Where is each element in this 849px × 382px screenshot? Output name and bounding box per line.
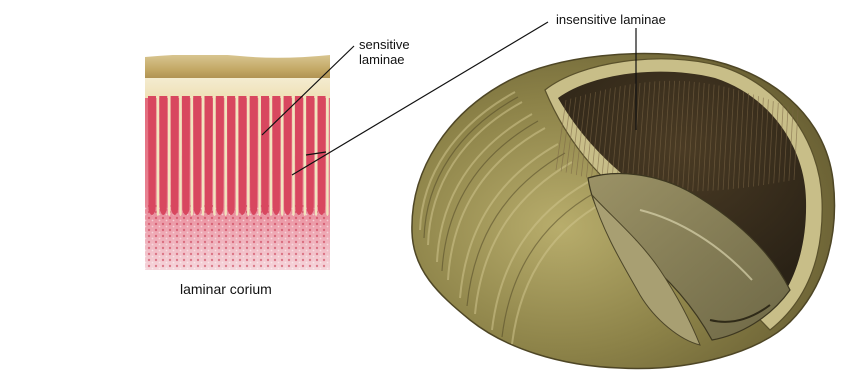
corium-ridge	[250, 96, 258, 215]
corium-ridge	[306, 96, 314, 215]
lamina-strip	[303, 96, 306, 216]
lamina-strip	[258, 96, 261, 216]
lamina-strip	[270, 96, 273, 216]
lamina-strip	[202, 96, 205, 216]
corium-ridge	[227, 96, 235, 215]
corium-ridge	[238, 96, 246, 215]
lamina-strip	[236, 96, 239, 216]
lamina-strip	[292, 96, 295, 216]
lamina-strip	[168, 96, 171, 216]
corium-ridge	[182, 96, 190, 215]
corium-ridge	[148, 96, 156, 215]
lamina-strip	[213, 96, 216, 216]
corium-ridge	[284, 96, 292, 215]
corium-ridge	[216, 96, 224, 215]
lamina-strip	[190, 96, 193, 216]
hoof-wall-band	[145, 54, 330, 82]
corium-ridge	[159, 96, 167, 215]
lamina-strip	[224, 96, 227, 216]
sensitive-laminae-label: sensitive laminae	[359, 37, 439, 67]
hoof-illustration	[412, 54, 835, 369]
laminae-cross-section	[145, 54, 330, 275]
lamina-strip	[157, 96, 160, 216]
lamina-strip	[315, 96, 318, 216]
laminar-corium-label: laminar corium	[180, 282, 272, 297]
wall-inner-layer	[145, 78, 330, 98]
corium-ridge	[193, 96, 201, 215]
lamina-strip	[179, 96, 182, 216]
lamina-strip	[247, 96, 250, 216]
corium-ridge	[295, 96, 303, 215]
corium-ridge	[272, 96, 280, 215]
corium-ridge	[171, 96, 179, 215]
lamina-strip	[326, 96, 329, 216]
corium-ridge	[261, 96, 269, 215]
insensitive-laminae-label: insensitive laminae	[556, 12, 666, 27]
corium-ridge	[205, 96, 213, 215]
